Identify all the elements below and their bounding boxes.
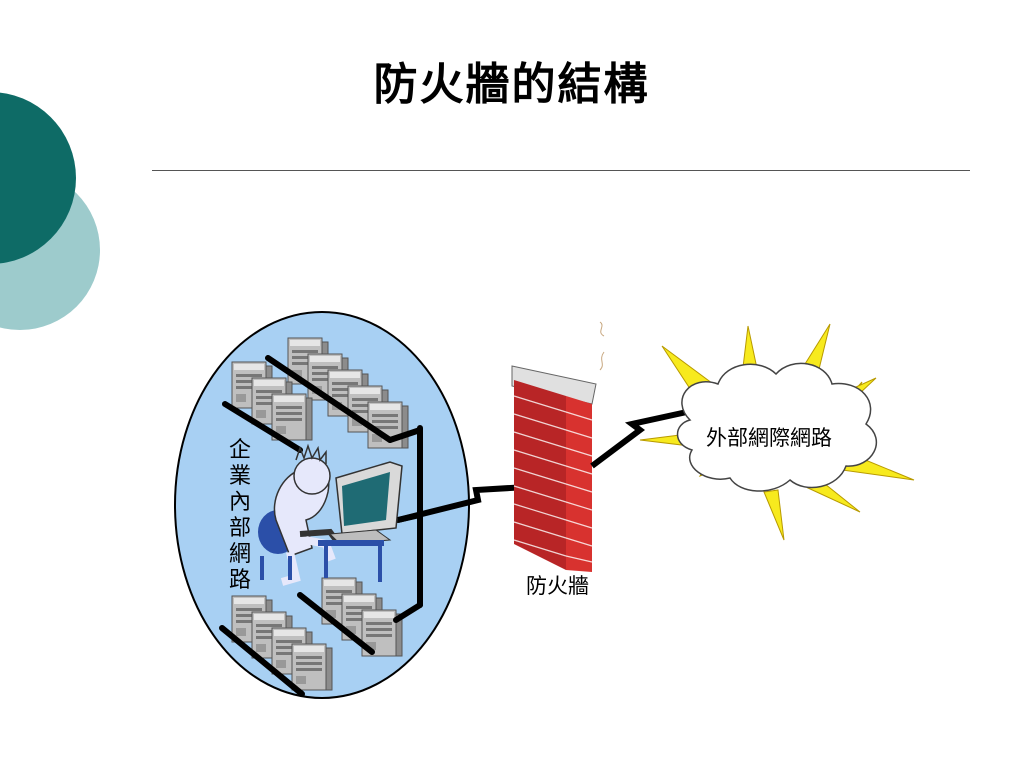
internal-network-label: 企業內部網路 <box>228 438 251 593</box>
lightning-link-icon <box>590 407 697 469</box>
cloud-icon <box>639 323 915 541</box>
decor-circles <box>0 92 100 330</box>
lightning-link-icon <box>397 483 545 523</box>
external-network-label: 外部網際網路 <box>706 426 832 450</box>
firewall-label: 防火牆 <box>526 574 589 598</box>
user-at-computer-icon <box>258 443 403 586</box>
brick-wall-icon <box>511 321 605 572</box>
page-title: 防火牆的結構 <box>373 59 650 110</box>
title-divider <box>152 170 970 171</box>
